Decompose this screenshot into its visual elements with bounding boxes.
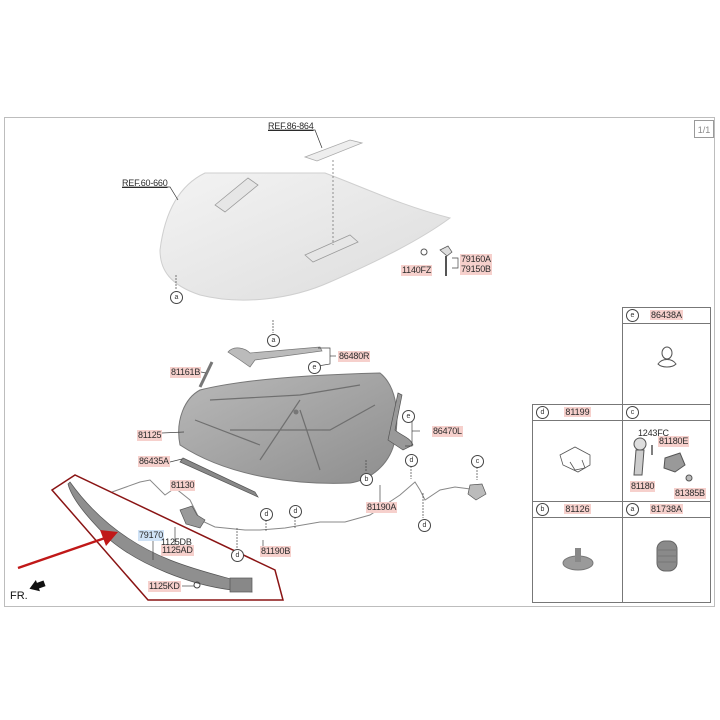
detail-key-d: d [536, 406, 549, 419]
detail-title-81199[interactable]: 81199 [564, 407, 591, 417]
pointer-arrow [17, 535, 109, 570]
hood-hinge-part [420, 245, 459, 276]
detail-box-a: a 81738A [622, 501, 711, 603]
callout-e[interactable]: e [402, 410, 415, 423]
page-indicator: 1/1 [694, 120, 714, 138]
callout-a[interactable]: a [267, 334, 280, 347]
part-label-1125KD[interactable]: 1125KD [148, 581, 181, 592]
part-label-81180[interactable]: 81180 [630, 481, 656, 492]
detail-key-b: b [536, 503, 549, 516]
ref-label-86-864[interactable]: REF.86-864 [268, 121, 314, 131]
hood-vent [303, 139, 364, 162]
callout-d[interactable]: d [405, 454, 418, 467]
front-direction-label: FR. [10, 590, 28, 602]
front-direction-icon [29, 580, 46, 592]
ref-label-60-660[interactable]: REF.60-660 [122, 178, 168, 188]
part-label-79160A[interactable]: 79160A [460, 254, 492, 265]
detail-key-a: a [626, 503, 639, 516]
part-label-1140FZ[interactable]: 1140FZ [401, 265, 433, 276]
part-label-79150B[interactable]: 79150B [460, 264, 492, 275]
detail-key-c: c [626, 406, 639, 419]
part-label-81130[interactable]: 81130 [170, 480, 196, 491]
part-label-86435A[interactable]: 86435A [138, 456, 170, 467]
part-label-81190B[interactable]: 81190B [260, 546, 292, 557]
callout-a[interactable]: a [170, 291, 183, 304]
highlight-outline [50, 474, 284, 601]
part-label-1125DB[interactable]: 1125DB [161, 537, 192, 547]
part-label-79170[interactable]: 79170 [138, 530, 165, 541]
detail-title-81126[interactable]: 81126 [564, 504, 591, 514]
part-label-86470L[interactable]: 86470L [432, 426, 463, 437]
part-label-81125[interactable]: 81125 [137, 430, 163, 441]
detail-title-86438A[interactable]: 86438A [649, 310, 684, 320]
detail-box-e: e 86438A [622, 307, 711, 405]
part-label-1243FC[interactable]: 1243FC [638, 428, 669, 438]
callout-b[interactable]: b [360, 473, 373, 486]
callout-d[interactable]: d [289, 505, 302, 518]
hood-latch [179, 505, 206, 529]
hood-panel [159, 172, 452, 301]
detail-box-d: d 81199 [532, 404, 623, 502]
part-label-81180E[interactable]: 81180E [658, 436, 690, 447]
callout-d[interactable]: d [418, 519, 431, 532]
part-label-81161B[interactable]: 81161B [170, 367, 202, 378]
callout-e[interactable]: e [308, 361, 321, 374]
part-label-81385B[interactable]: 81385B [674, 488, 706, 499]
hood-insulator [178, 372, 398, 484]
part-label-81190A[interactable]: 81190A [366, 502, 398, 513]
callout-c[interactable]: c [471, 455, 484, 468]
part-label-1125AD[interactable]: 1125AD [161, 545, 194, 556]
detail-box-b: b 81126 [532, 501, 623, 603]
detail-title-81738A[interactable]: 81738A [649, 504, 684, 514]
detail-key-e: e [626, 309, 639, 322]
part-label-86480R[interactable]: 86480R [338, 351, 371, 362]
callout-d[interactable]: d [231, 549, 244, 562]
callout-d[interactable]: d [260, 508, 273, 521]
